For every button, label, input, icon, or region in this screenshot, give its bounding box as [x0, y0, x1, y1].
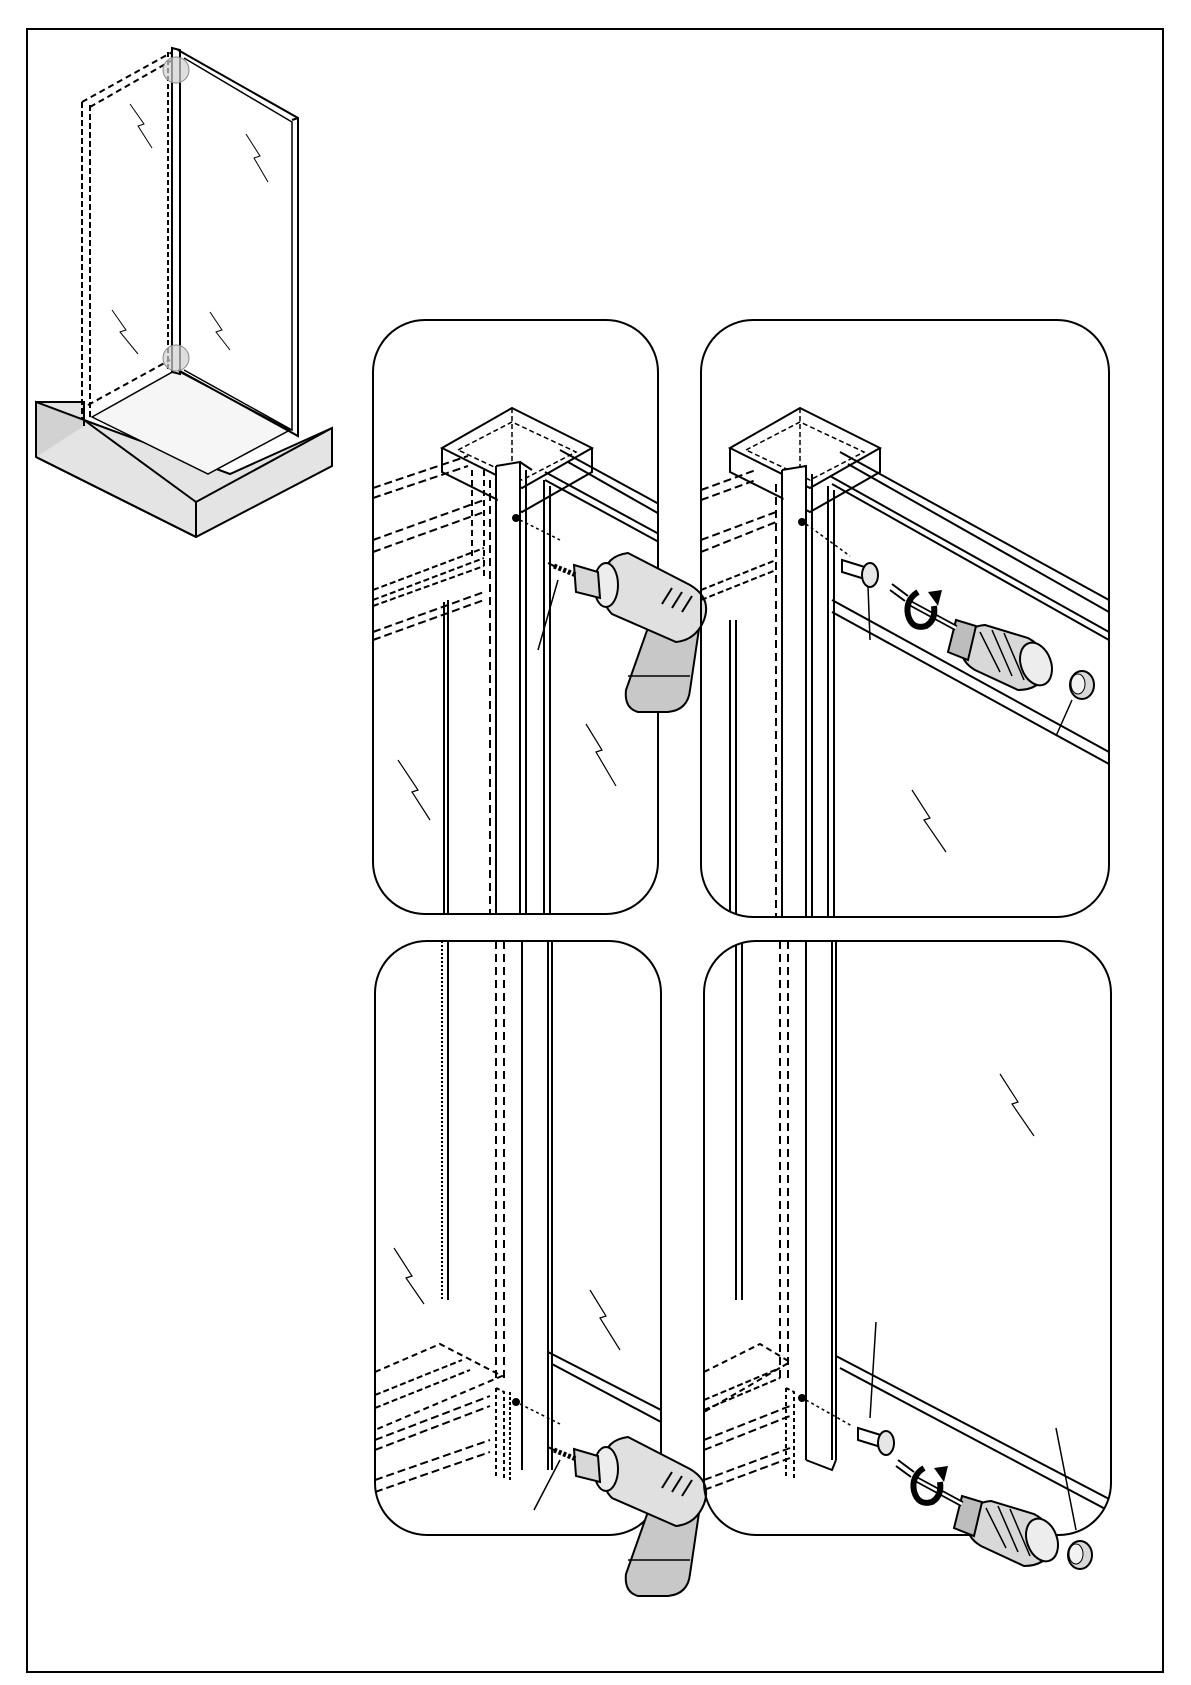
panel-frame	[704, 941, 1111, 1535]
cover-cap-icon	[1070, 671, 1094, 699]
drill-icon	[548, 1437, 706, 1596]
cover-cap-icon	[1068, 1541, 1092, 1569]
screwdriver-icon	[896, 1460, 1064, 1566]
panel-frame	[701, 320, 1109, 917]
wall-plug-icon	[858, 1428, 894, 1455]
drill-icon	[548, 553, 706, 712]
panel-bottom-left	[375, 941, 706, 1596]
panel-top-left	[373, 320, 706, 914]
page-border	[27, 29, 1163, 1672]
shower-enclosure-isometric-icon	[36, 48, 332, 537]
screwdriver-icon	[890, 584, 1058, 690]
panel-top-right	[701, 320, 1109, 917]
wall-plug-icon	[842, 560, 878, 587]
panel-bottom-right	[704, 941, 1111, 1569]
